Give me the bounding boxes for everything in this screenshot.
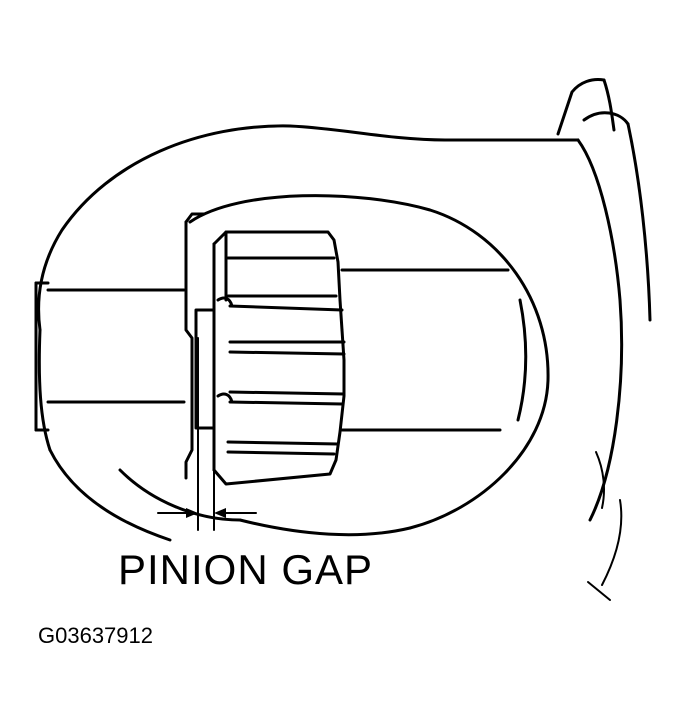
gap-dimension <box>157 337 257 531</box>
pinion-gap-label: PINION GAP <box>118 546 374 593</box>
housing-outline <box>34 124 580 542</box>
pinion-gear <box>212 230 346 486</box>
stop-collar <box>184 212 216 480</box>
armature-shaft <box>46 268 528 432</box>
figure-id-label: G03637912 <box>38 623 153 648</box>
mounting-flange <box>556 78 652 601</box>
housing-opening <box>118 194 550 537</box>
